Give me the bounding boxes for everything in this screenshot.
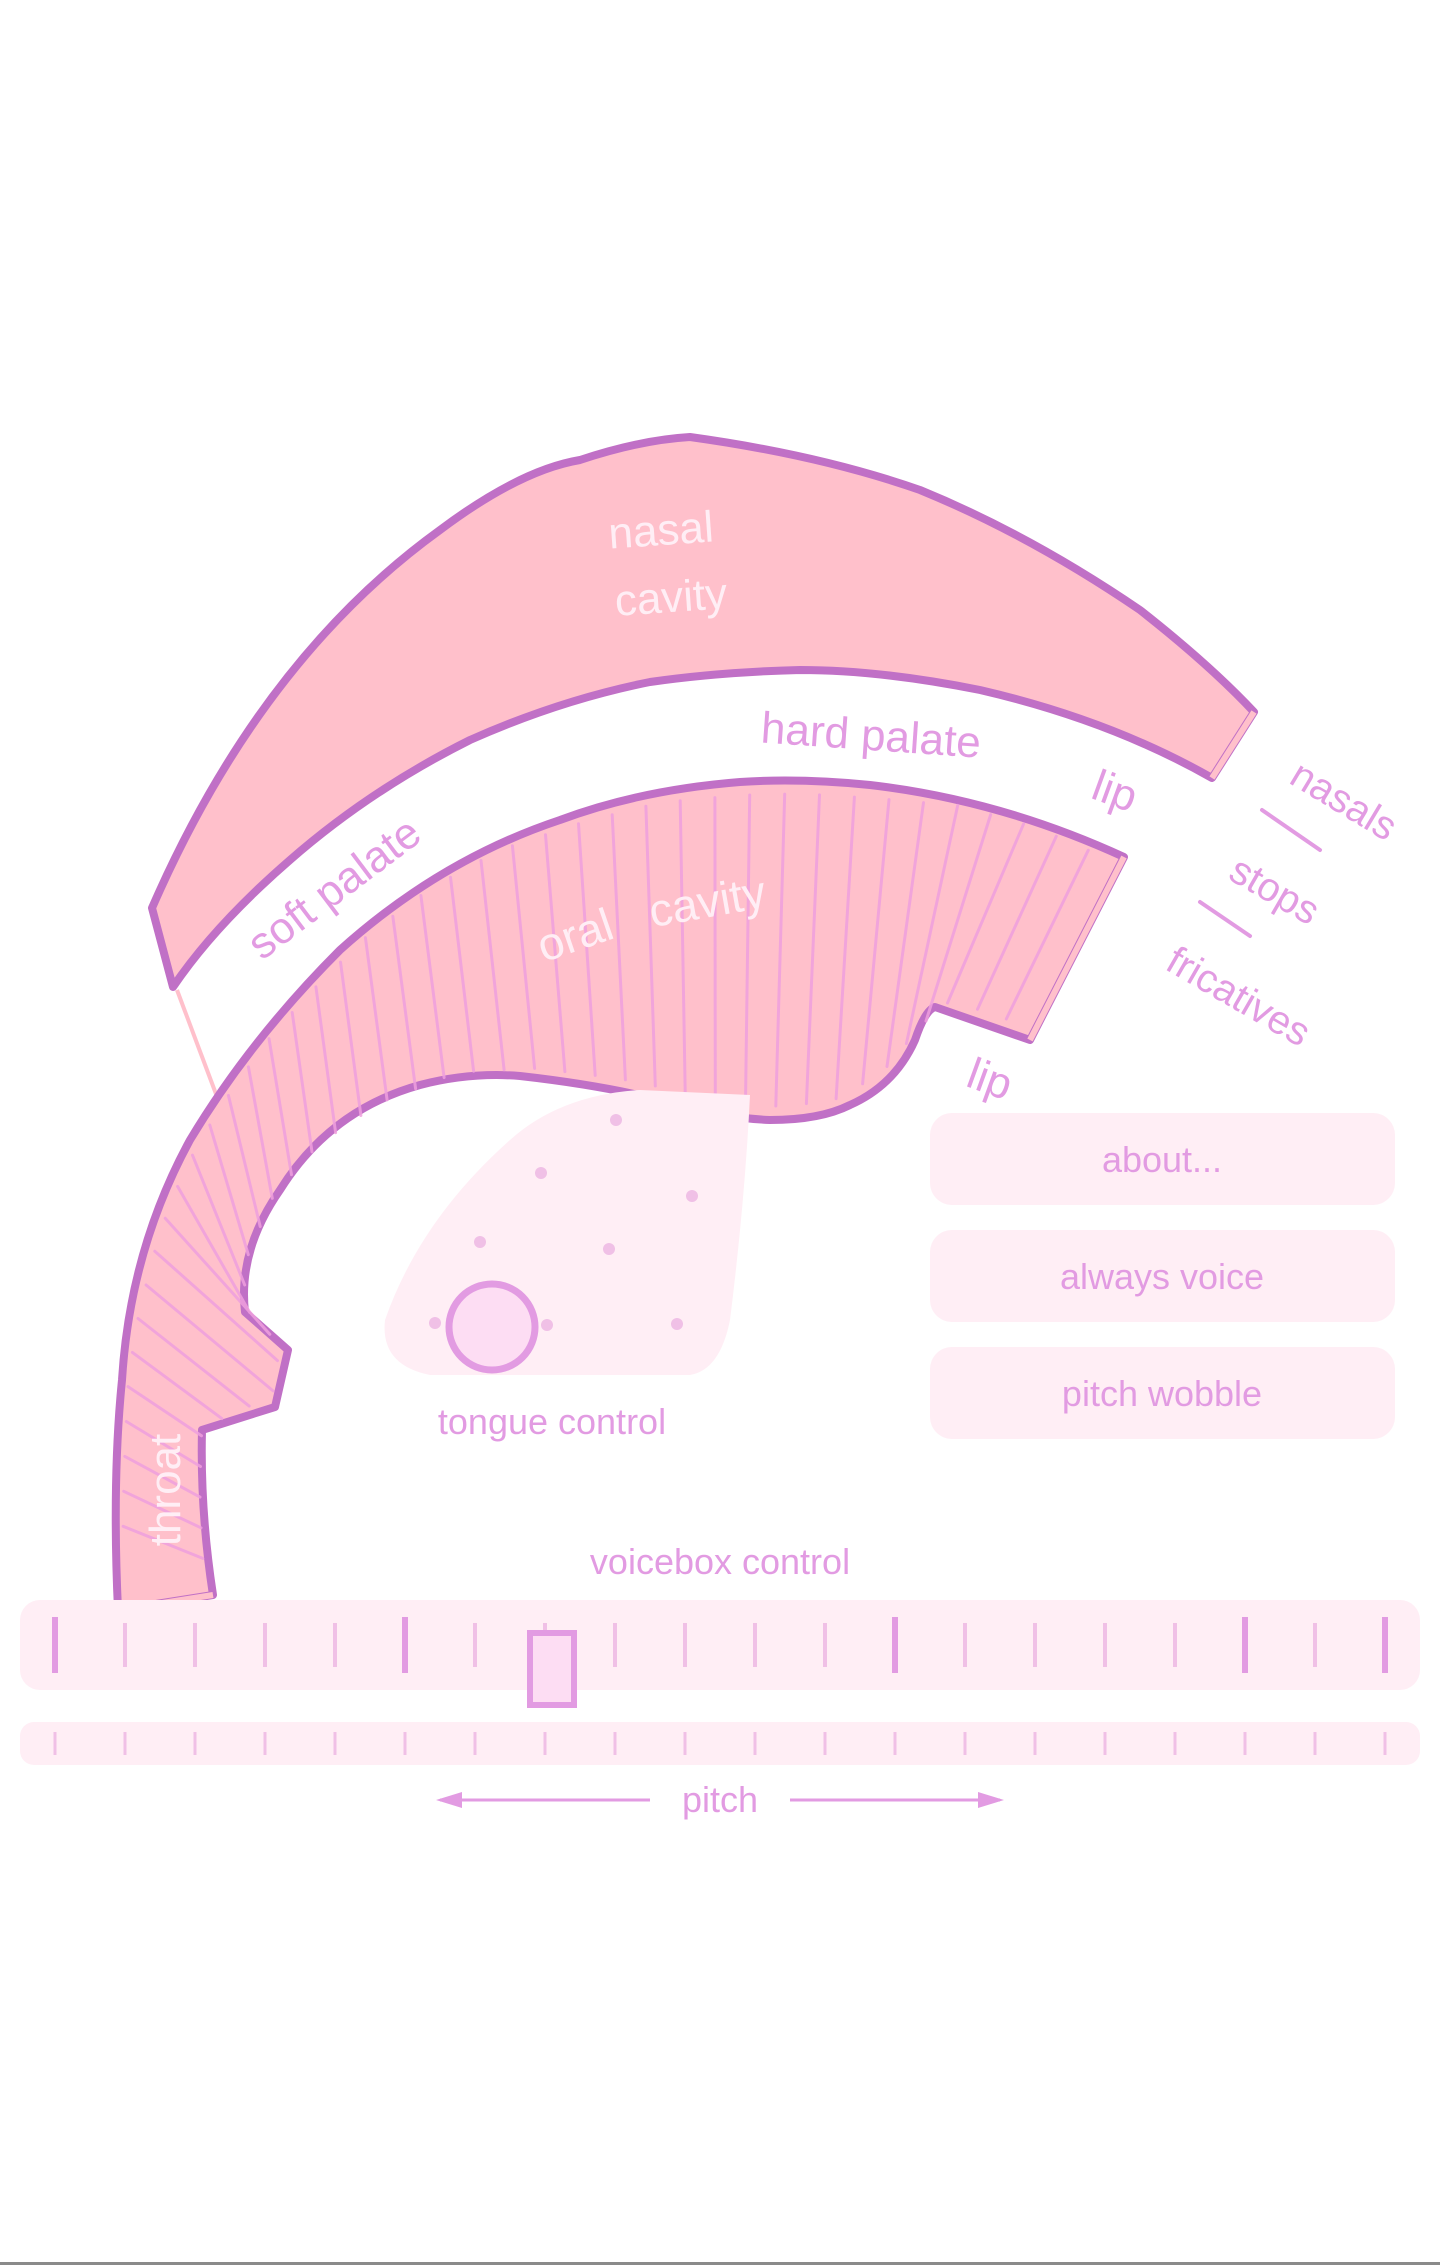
tract-section-line: [744, 793, 752, 1104]
voicebox-control-label: voicebox control: [590, 1541, 850, 1582]
velum-link: [175, 989, 224, 1111]
tongue-control-dots: [429, 1114, 698, 1331]
always-voice-button-bg: [930, 1230, 1395, 1322]
pitch-wobble-button-label: pitch wobble: [1062, 1373, 1262, 1414]
about-button-label: about...: [1102, 1139, 1222, 1180]
voicebox-keyboard[interactable]: [20, 1600, 1420, 1690]
tract-section-line: [804, 793, 821, 1106]
tract-section-line: [904, 803, 960, 1046]
tract-section-line: [924, 813, 993, 1023]
tract-section-line: [678, 799, 687, 1094]
tract-section-line: [391, 914, 418, 1091]
tract-section-line: [314, 985, 338, 1135]
tongue-control-area[interactable]: [384, 1090, 750, 1375]
tract-section-line: [176, 1184, 252, 1314]
pitch-wobble-button[interactable]: pitch wobble: [930, 1347, 1395, 1439]
hard-palate-label: hard palate: [759, 703, 982, 767]
tract-section-line: [267, 1037, 293, 1177]
pitch-right-arrow-icon: [790, 1792, 1004, 1808]
tongue-dot: [610, 1114, 622, 1126]
about-button[interactable]: about...: [930, 1113, 1395, 1205]
tongue-dot: [474, 1236, 486, 1248]
pitch-label: pitch: [682, 1779, 758, 1820]
tract-section-lines: [121, 792, 1090, 1560]
tongue-dot: [603, 1243, 615, 1255]
tract-section-line: [130, 1350, 224, 1421]
tongue-control-label: tongue control: [438, 1401, 666, 1442]
pitch-left-arrow-icon: [436, 1792, 650, 1808]
tract-section-line: [449, 875, 476, 1073]
upper-lip-label: lip: [1086, 761, 1144, 822]
lower-lip-label: lip: [961, 1049, 1019, 1110]
tract-section-line: [861, 798, 891, 1086]
tract-section-line: [208, 1123, 250, 1257]
nasal-label: nasal: [607, 502, 715, 558]
tract-section-line: [144, 1283, 275, 1393]
tract-section-line: [885, 801, 925, 1068]
fricatives-label[interactable]: fricatives: [1159, 938, 1318, 1055]
tract-section-line: [136, 1317, 251, 1408]
tract-section-line: [191, 1153, 247, 1287]
tract-section-line: [363, 936, 389, 1102]
voicebox-keyboard-ticks: [52, 1617, 1388, 1673]
tract-section-line: [121, 1524, 205, 1560]
nasal-cavity-label: cavity: [613, 569, 729, 626]
tract-section-line: [226, 1093, 262, 1228]
tongue-control-handle[interactable]: [445, 1280, 539, 1374]
tract-section-line: [1004, 848, 1090, 1021]
tongue-dot: [686, 1190, 698, 1202]
bottom-system-bar: [0, 2262, 1440, 2265]
tract-section-line: [610, 813, 627, 1082]
pitch-slider-handle[interactable]: [527, 1630, 577, 1708]
stops-fricatives-divider: [1198, 900, 1252, 938]
tract-section-line: [122, 1489, 203, 1530]
tongue-dot: [429, 1317, 441, 1329]
tract-section-line: [479, 859, 506, 1072]
oral-lip-edge: [1027, 855, 1127, 1042]
pitch-fine-strip[interactable]: [20, 1722, 1420, 1765]
tract-section-line: [339, 960, 363, 1117]
always-voice-button[interactable]: always voice: [930, 1230, 1395, 1322]
tract-section-line: [419, 894, 446, 1080]
nasal-lip-edge: [1209, 710, 1257, 780]
tract-section-line: [246, 1065, 274, 1200]
tract-section-line: [510, 844, 537, 1070]
tract-section-line: [834, 795, 856, 1101]
pitch-fine-ticks: [53, 1732, 1387, 1755]
tract-section-line: [544, 833, 567, 1074]
tract-section-line: [124, 1420, 202, 1468]
tongue-dot: [535, 1167, 547, 1179]
tract-section-line: [774, 792, 787, 1108]
tract-section-line: [976, 834, 1058, 1011]
tract-section-line: [290, 1011, 314, 1154]
tract-section-line: [163, 1216, 272, 1336]
tongue-dot: [541, 1319, 553, 1331]
tract-section-line: [153, 1249, 279, 1363]
tongue-dot: [671, 1318, 683, 1330]
pitch-wobble-button-bg: [930, 1347, 1395, 1439]
nasal-cavity-shape: [148, 433, 1258, 991]
tract-section-line: [577, 822, 597, 1077]
tract-section-line: [946, 822, 1026, 1005]
always-voice-button-label: always voice: [1060, 1256, 1264, 1297]
throat-label: throat: [141, 1434, 190, 1547]
nasals-stops-divider: [1260, 808, 1322, 852]
about-button-bg: [930, 1113, 1395, 1205]
stops-label[interactable]: stops: [1222, 848, 1327, 934]
tract-section-line: [126, 1385, 203, 1438]
tract-section-line: [123, 1454, 202, 1499]
tract-section-line: [644, 804, 657, 1088]
